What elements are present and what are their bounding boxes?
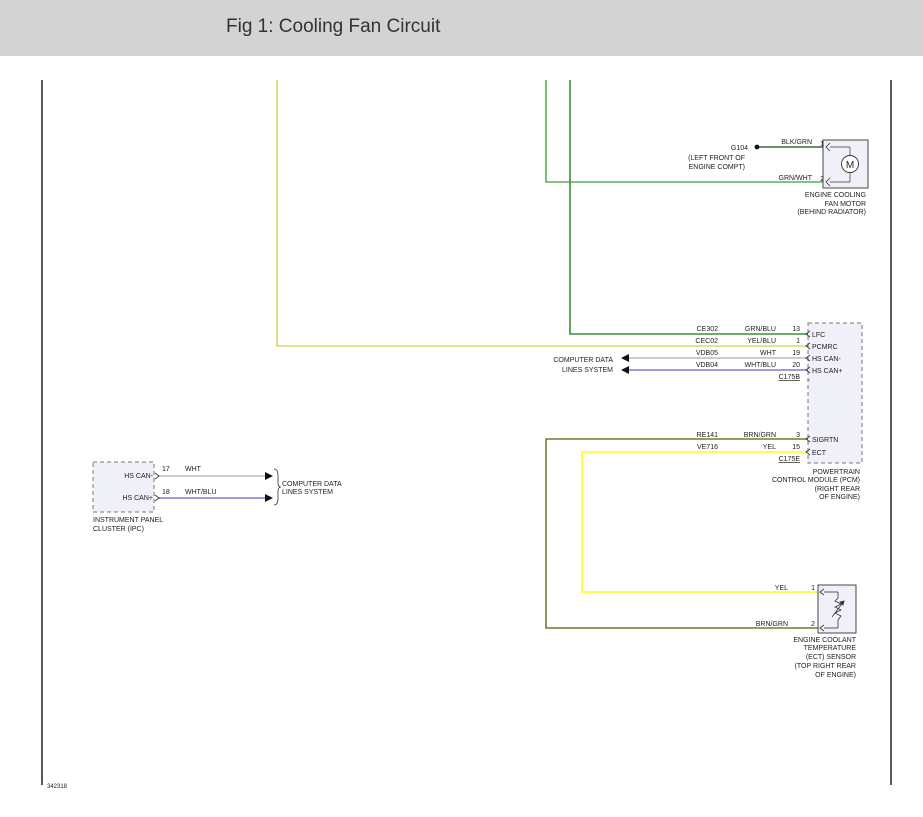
thermistor-icon [831, 597, 845, 621]
pcm-pin-name-hs-can-plus: HS CAN+ [812, 368, 843, 375]
wire-grn-blu [569, 80, 808, 335]
ipc-pin-name-hs-can-minus: HS CAN- [124, 473, 153, 480]
pcm-wire-color-yel-blu: YEL/BLU [747, 338, 776, 345]
fan-pin2-terminal [825, 177, 831, 187]
ect-pin1-num: 1 [811, 585, 815, 592]
ipc-label-2: CLUSTER (IPC) [93, 526, 144, 533]
ect-label-3: (ECT) SENSOR [806, 654, 856, 661]
pcm-pin-num-3: 3 [796, 432, 800, 439]
pcm-connector-b: C175B [779, 374, 801, 381]
ipc-terminals [154, 472, 160, 502]
ipc-bracket [273, 468, 282, 506]
ipc-comp-data-2: LINES SYSTEM [282, 489, 333, 496]
pcm-box [807, 322, 863, 464]
fan-label-2: FAN MOTOR [825, 201, 866, 208]
fan-wire2-color: GRN/WHT [779, 175, 813, 182]
ect-wire1-color: YEL [775, 585, 788, 592]
ipc-pin-num-18: 18 [162, 489, 170, 496]
ipc-comp-data-1: COMPUTER DATA [282, 481, 342, 488]
fan-label-1: ENGINE COOLING [805, 192, 866, 199]
pcm-wire-color-brn-grn: BRN/GRN [744, 432, 776, 439]
pcm-wire-color-yel: YEL [763, 444, 776, 451]
ipc-pin-name-hs-can-plus: HS CAN+ [122, 495, 153, 502]
ipc-wire-color-wht: WHT [185, 466, 202, 473]
fan-pin2-num: 2 [820, 176, 824, 183]
ground-location-1: (LEFT FRONT OF [688, 155, 745, 162]
motor-symbol: M [846, 160, 854, 171]
pcm-pin-name-ect: ECT [812, 450, 827, 457]
pcm-pin-num-13: 13 [792, 326, 800, 333]
ipc-pin-num-17: 17 [162, 466, 170, 473]
arrow-ipc-can-plus [265, 494, 273, 502]
pcm-comp-data-2: LINES SYSTEM [562, 367, 613, 374]
pcm-label-4: OF ENGINE) [819, 494, 860, 501]
wire-yel-blu [276, 80, 808, 347]
pcm-pin-num-15: 15 [792, 444, 800, 451]
figure-id: 342318 [47, 784, 68, 790]
ect-label-2: TEMPERATURE [804, 645, 857, 652]
ect-wire2-color: BRN/GRN [756, 621, 788, 628]
pcm-circuit-re141: RE141 [697, 432, 719, 439]
ground-g104-label: G104 [731, 145, 748, 152]
arrow-can-minus [621, 354, 629, 362]
fan-pin1-terminal [825, 142, 831, 152]
pcm-circuit-cec02: CEC02 [695, 338, 718, 345]
pcm-pin-name-pcmrc: PCMRC [812, 344, 838, 351]
ect-label-4: (TOP RIGHT REAR [795, 663, 856, 670]
pcm-connector-e: C175E [779, 456, 801, 463]
pcm-comp-data-1: COMPUTER DATA [553, 357, 613, 364]
pcm-label-3: (RIGHT REAR [815, 486, 860, 493]
pcm-pin-name-hs-can-minus: HS CAN- [812, 356, 841, 363]
ect-label-1: ENGINE COOLANT [793, 637, 856, 644]
page-header: Fig 1: Cooling Fan Circuit [0, 0, 923, 56]
wire-brn-grn [545, 438, 818, 629]
pcm-pin-num-1: 1 [796, 338, 800, 345]
pcm-pin-num-20: 20 [792, 362, 800, 369]
pcm-wire-color-wht: WHT [760, 350, 777, 357]
ground-g104-dot [754, 144, 760, 150]
pcm-wire-color-grn-blu: GRN/BLU [745, 326, 776, 333]
ground-location-2: ENGINE COMPT) [689, 164, 745, 171]
pcm-label-2: CONTROL MODULE (PCM) [772, 477, 860, 484]
pcm-pin-name-lfc: LFC [812, 332, 825, 339]
wire-grn-wht [545, 80, 823, 183]
ipc-wire-color-wht-blu: WHT/BLU [185, 489, 217, 496]
pcm-circuit-vdb05: VDB05 [696, 350, 718, 357]
pcm-label-1: POWERTRAIN [813, 469, 860, 476]
ect-terminals [819, 588, 839, 632]
pcm-circuit-ce302: CE302 [697, 326, 719, 333]
pcm-circuit-vdb04: VDB04 [696, 362, 718, 369]
arrow-can-plus [621, 366, 629, 374]
wire-yel [581, 451, 818, 593]
fan-pin1-num: 1 [820, 141, 824, 148]
pcm-wire-color-wht-blu: WHT/BLU [745, 362, 777, 369]
arrow-ipc-can-minus [265, 472, 273, 480]
pcm-terminals [805, 330, 811, 456]
ect-sensor-box [817, 584, 857, 634]
pcm-circuit-ve716: VE716 [697, 444, 718, 451]
page-title: Fig 1: Cooling Fan Circuit [226, 16, 441, 37]
fan-label-3: (BEHIND RADIATOR) [797, 209, 866, 216]
ect-pin2-num: 2 [811, 621, 815, 628]
ipc-label-1: INSTRUMENT PANEL [93, 517, 163, 524]
pcm-pin-num-19: 19 [792, 350, 800, 357]
ipc-box [92, 461, 155, 513]
ect-label-5: OF ENGINE) [815, 672, 856, 679]
pcm-pin-name-sigrtn: SIGRTN [812, 437, 838, 444]
motor-icon [841, 155, 859, 173]
fan-wire1-color: BLK/GRN [781, 139, 812, 146]
